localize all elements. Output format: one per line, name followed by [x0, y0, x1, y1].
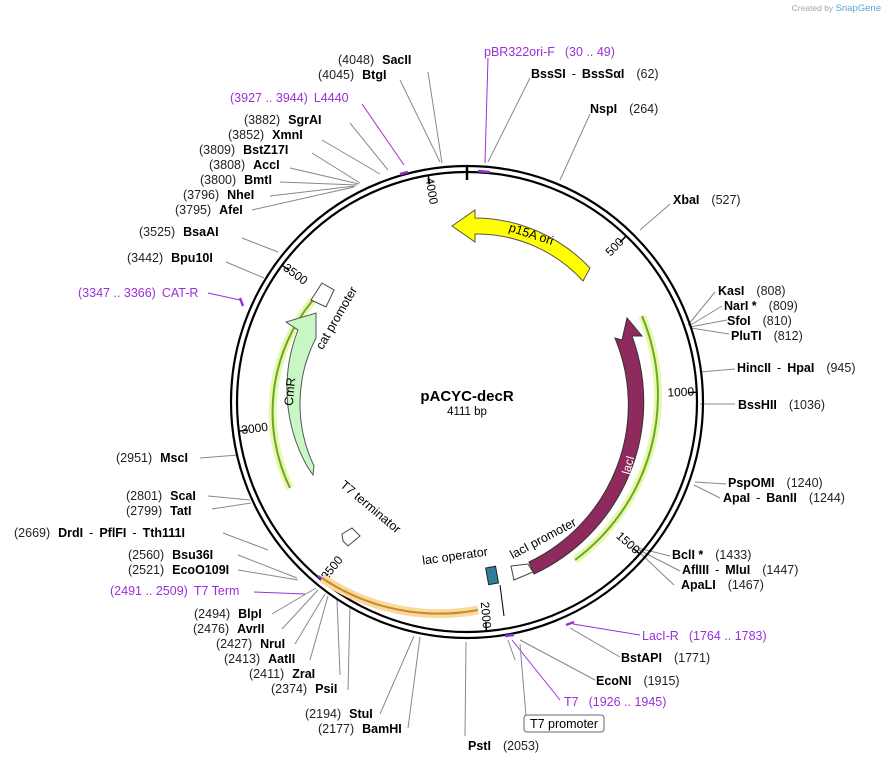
laci-label: lacI — [619, 454, 637, 476]
primer-label-t7-term: (2491 .. 2509)T7 Term — [110, 584, 239, 598]
enzyme-label-aatii: (2413)AatII — [224, 652, 295, 666]
tick-mark-1500 — [632, 547, 641, 555]
t7-terminator-arrow — [341, 527, 361, 547]
enzyme-label-bsssi: BssSI-BssSαI(62) — [531, 67, 659, 81]
primer-label-t7: T7(1926 .. 1945) — [564, 695, 666, 709]
enzyme-label-sacii: (4048)SacII — [338, 53, 411, 67]
laci-promoter-arrow — [510, 563, 534, 581]
snapgene-credit: Created by SnapGene — [792, 3, 881, 14]
t7-promoter-box — [523, 714, 605, 733]
enzyme-label-psti: PstI(2053) — [468, 739, 539, 753]
enzyme-label-apali: ApaLI(1467) — [681, 578, 764, 592]
enzyme-label-nspi: NspI(264) — [590, 102, 658, 116]
orange-halo — [319, 574, 479, 619]
tick-label-4000: 4000 — [423, 177, 441, 206]
tick-label-3500: 3500 — [281, 260, 311, 287]
tick-mark-3000 — [238, 429, 248, 432]
enzyme-connectors — [199, 71, 736, 737]
enzyme-labels: (4048)SacII (4045)BtgI BssSI-BssSαI(62) … — [14, 53, 856, 753]
enzyme-label-zrai: (2411)ZraI — [249, 667, 315, 681]
enzyme-label-psppomi: PspOMI(1240) — [728, 476, 823, 490]
t7-promoter-connector — [519, 643, 527, 717]
enzyme-label-bstz17i: (3809)BstZ17I — [199, 143, 288, 157]
enzyme-label-kasi: KasI(808) — [718, 284, 786, 298]
enzyme-label-afei: (3795)AfeI — [175, 203, 243, 217]
tick-mark-500 — [619, 235, 627, 243]
enzyme-label-drdi: (2669)DrdI-PflFI-Tth111I — [14, 526, 185, 540]
snapgene-logo: SnapGene — [835, 3, 881, 14]
tick-label-3000: 3000 — [240, 420, 269, 437]
enzyme-label-ecoo109i: (2521)EcoO109I — [128, 563, 229, 577]
lac-operator-label: lac operator — [421, 545, 488, 568]
enzyme-label-xmni: (3852)XmnI — [228, 128, 303, 142]
credit-prefix: Created by — [791, 3, 834, 13]
plasmid-name: pACYC-decR — [420, 388, 514, 405]
enzyme-label-stui: (2194)StuI — [305, 707, 373, 721]
enzyme-label-bstapi: BstAPI(1771) — [621, 651, 710, 665]
enzyme-label-bsshii: BssHII(1036) — [738, 398, 825, 412]
enzyme-label-avrii: (2476)AvrII — [193, 622, 264, 636]
cat-promoter-arrow — [310, 282, 335, 308]
enzyme-label-bpu10i: (3442)Bpu10I — [127, 251, 213, 265]
enzyme-label-msci: (2951)MscI — [116, 451, 188, 465]
enzyme-label-psii: (2374)PsiI — [271, 682, 337, 696]
cmr-arrow — [284, 312, 317, 477]
tick-mark-2000 — [484, 622, 488, 632]
primer-label-laci-r: LacI-R(1764 .. 1783) — [642, 629, 767, 643]
orf-right — [574, 315, 659, 561]
enzyme-label-hincii: HincII-HpaI(945) — [737, 361, 856, 375]
enzyme-label-econi: EcoNI(1915) — [596, 674, 680, 688]
lac-operator-box — [485, 565, 500, 586]
enzyme-label-acci: (3808)AccI — [209, 158, 280, 172]
enzyme-label-bmti: (3800)BmtI — [200, 173, 272, 187]
orange-orf — [321, 577, 479, 615]
tick-label-2000: 2000 — [478, 601, 494, 629]
t7-promoter-label: T7 promoter — [530, 717, 598, 731]
enzyme-label-apai: ApaI-BanII(1244) — [723, 491, 845, 505]
primer-label-l4440: (3927 .. 3944)L4440 — [230, 91, 349, 105]
enzyme-label-sgrai: (3882)SgrAI — [244, 113, 321, 127]
enzyme-label-xbai: XbaI(527) — [673, 193, 741, 207]
tick-label-1000: 1000 — [667, 385, 695, 400]
enzyme-label-nrui: (2427)NruI — [216, 637, 285, 651]
enzyme-label-bsaai: (3525)BsaAI — [139, 225, 219, 239]
enzyme-label-pluti: PluTI(812) — [731, 329, 803, 343]
enzyme-label-btgi: (4045)BtgI — [318, 68, 386, 82]
enzyme-label-sfoi: SfoI(810) — [727, 314, 792, 328]
enzyme-label-bcli: BclI *(1433) — [672, 548, 751, 562]
cmr-label: CmR — [282, 377, 298, 407]
enzyme-label-bamhi: (2177)BamHI — [318, 722, 402, 736]
laci-arrow — [528, 316, 645, 575]
tick-mark-4000 — [427, 175, 431, 185]
feature-tick — [499, 584, 505, 617]
enzyme-label-afliii: AflIII-MluI(1447) — [682, 563, 798, 577]
primer-label-cat-r: (3347 .. 3366)CAT-R — [78, 286, 198, 300]
t7-terminator-label: T7 terminator — [338, 478, 404, 537]
enzyme-label-bsu36i: (2560)Bsu36I — [128, 548, 213, 562]
enzyme-label-scai: (2801)ScaI — [126, 489, 196, 503]
tick-mark-3500 — [281, 264, 290, 272]
enzyme-label-nhei: (3796)NheI — [183, 188, 254, 202]
plasmid-length: 4111 bp — [447, 406, 487, 418]
p15a-ori-arrow — [451, 209, 591, 282]
enzyme-label-nari: NarI *(809) — [724, 299, 798, 313]
enzyme-label-blpi: (2494)BlpI — [194, 607, 262, 621]
enzyme-label-tati: (2799)TatI — [126, 504, 191, 518]
primer-label-pbr322ori-f: pBR322ori-F(30 .. 49) — [484, 45, 615, 59]
